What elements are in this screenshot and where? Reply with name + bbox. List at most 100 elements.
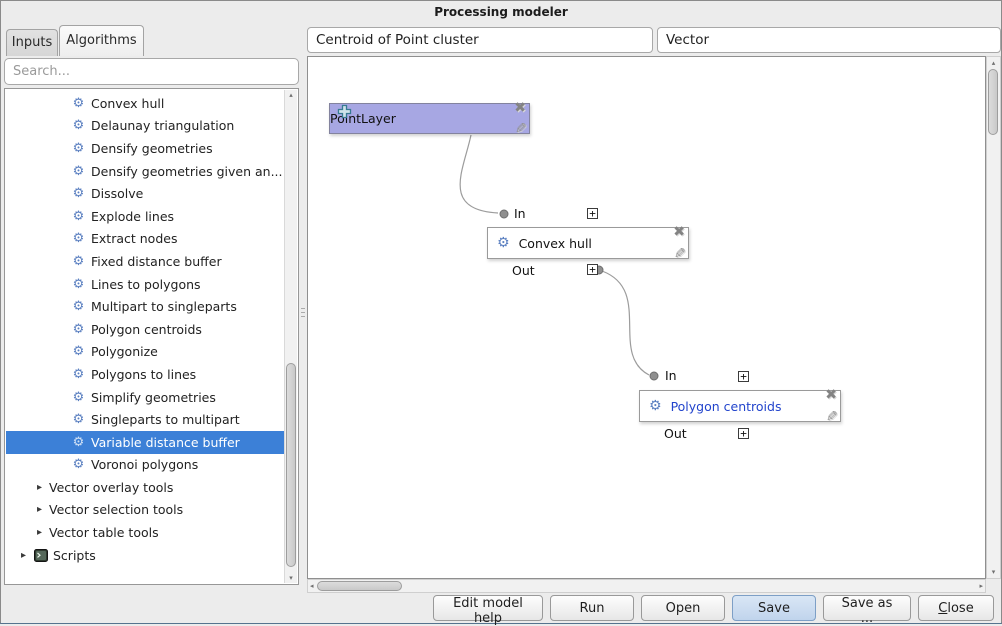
list-item-label: Lines to polygons [91, 276, 201, 292]
model-name-input[interactable] [307, 27, 653, 53]
connection-port-dot[interactable] [649, 371, 659, 381]
save-as-button[interactable]: Save as ... [823, 595, 911, 626]
list-item-label: Densify geometries given an... [91, 163, 283, 179]
polygon-centroids-out-label: Out [664, 426, 687, 441]
list-item-extract-nodes[interactable]: ⚙Extract nodes [6, 228, 284, 251]
list-item-label: Simplify geometries [91, 389, 216, 405]
tree-group-vector-table-tools[interactable]: ▸ Vector table tools [6, 521, 284, 544]
gear-icon: ⚙ [72, 344, 85, 360]
edit-model-help-button[interactable]: Edit model help [433, 595, 543, 626]
run-button[interactable]: Run [550, 595, 634, 621]
gear-icon: ⚙ [72, 434, 85, 450]
delete-node-icon[interactable]: ✖ [825, 387, 837, 403]
model-group-input[interactable] [657, 27, 1001, 53]
list-item-voronoi-polygons[interactable]: ⚙Voronoi polygons [6, 454, 284, 477]
scrollbar-up-arrow-icon[interactable]: ▴ [289, 91, 293, 99]
tree-group-label: Scripts [53, 547, 96, 563]
expander-icon[interactable]: ▸ [21, 549, 27, 561]
open-button[interactable]: Open [641, 595, 725, 621]
list-item-label: Extract nodes [91, 231, 178, 247]
scrollbar-left-arrow-icon[interactable]: ◂ [310, 582, 314, 590]
tree-group-label: Vector selection tools [49, 502, 184, 518]
convex-hull-out-label: Out [512, 263, 535, 278]
expander-icon[interactable]: ▸ [37, 481, 43, 493]
list-item-delaunay-triangulation[interactable]: ⚙Delaunay triangulation [6, 115, 284, 138]
canvas-hscrollbar-thumb[interactable] [317, 581, 402, 591]
delete-node-icon[interactable]: ✖ [673, 224, 685, 240]
list-item-label: Dissolve [91, 186, 144, 202]
list-item-dissolve[interactable]: ⚙ Dissolve [6, 182, 284, 205]
list-item-label: Multipart to singleparts [91, 299, 237, 315]
gear-icon: ⚙ [72, 118, 85, 134]
list-item-label: Densify geometries [91, 140, 213, 156]
node-label: Polygon centroids [670, 398, 782, 414]
convex-hull-in-label: In [514, 206, 526, 221]
list-item-densify-geometries-given[interactable]: ⚙ Densify geometries given an... [6, 160, 284, 183]
list-item-singleparts-to-multipart[interactable]: ⚙ Singleparts to multipart [6, 408, 284, 431]
gear-icon: ⚙ [72, 299, 85, 315]
node-polygon-centroids[interactable]: ⚙ Polygon centroids ✖ ✎ [639, 387, 841, 425]
gear-icon: ⚙ [72, 140, 85, 156]
list-item-lines-to-polygons[interactable]: ⚙Lines to polygons [6, 273, 284, 296]
tab-inputs[interactable]: Inputs [6, 29, 58, 56]
close-button[interactable]: Close [918, 595, 994, 621]
tree-group-vector-selection-tools[interactable]: ▸ Vector selection tools [6, 499, 284, 522]
connection-edge [601, 270, 650, 376]
tree-group-label: Vector overlay tools [49, 479, 174, 495]
edit-node-icon[interactable]: ✎ [515, 121, 527, 137]
list-item-multipart-to-singleparts[interactable]: ⚙ Multipart to singleparts [6, 295, 284, 318]
expander-icon[interactable]: ▸ [37, 504, 43, 516]
list-item-densify-geometries[interactable]: ⚙ Densify geometries [6, 137, 284, 160]
panel-splitter[interactable] [300, 56, 307, 593]
canvas-vscrollbar-thumb[interactable] [988, 69, 998, 135]
node-label: Convex hull [518, 235, 592, 251]
list-item-polygon-centroids[interactable]: ⚙Polygon centroids [6, 318, 284, 341]
delete-node-icon[interactable]: ✖ [514, 100, 526, 116]
list-item-simplify-geometries[interactable]: ⚙Simplify geometries [6, 386, 284, 409]
expand-outputs-button[interactable]: + [587, 264, 598, 275]
list-item-label: Fixed distance buffer [91, 253, 222, 269]
list-item-explode-lines[interactable]: ⚙Explode lines [6, 205, 284, 228]
edit-node-icon[interactable]: ✎ [826, 409, 838, 425]
list-item-label: Polygons to lines [91, 366, 197, 382]
tree-group-scripts[interactable]: ▸ Scripts [6, 544, 284, 567]
expand-inputs-button[interactable]: + [587, 208, 598, 219]
expand-outputs-button[interactable]: + [738, 428, 749, 439]
list-item-label: Singleparts to multipart [91, 412, 240, 428]
gear-icon: ⚙ [72, 253, 85, 269]
list-item-polygonize[interactable]: ⚙Polygonize [6, 341, 284, 364]
scrollbar-right-arrow-icon[interactable]: ▸ [979, 582, 983, 590]
algorithm-list: ⚙Convex hull ⚙Delaunay triangulation ⚙ De… [4, 88, 299, 585]
scrollbar-down-arrow-icon[interactable]: ▾ [289, 574, 293, 582]
gear-icon: ⚙ [72, 412, 85, 428]
close-mnemonic: C [938, 600, 948, 616]
search-input[interactable] [4, 58, 299, 85]
tree-group-vector-overlay-tools[interactable]: ▸ Vector overlay tools [6, 476, 284, 499]
tree-group-label: Vector table tools [49, 525, 159, 541]
canvas-vertical-scrollbar[interactable]: ▴ ▾ [986, 56, 1001, 579]
input-plus-icon [337, 104, 352, 119]
gear-icon: ⚙ [72, 163, 85, 179]
splitter-grip [301, 308, 305, 309]
list-item-convex-hull[interactable]: ⚙Convex hull [6, 92, 284, 115]
node-point-layer[interactable]: PointLayer ✖ ✎ [329, 100, 530, 137]
save-button[interactable]: Save [732, 595, 816, 621]
scrollbar-up-arrow-icon[interactable]: ▴ [991, 59, 996, 67]
expander-icon[interactable]: ▸ [37, 527, 43, 539]
edit-node-icon[interactable]: ✎ [674, 246, 686, 262]
node-convex-hull[interactable]: ⚙ Convex hull ✖ ✎ [487, 224, 689, 262]
dialog-button-bar: Edit model help Run Open Save Save as ..… [1, 593, 1001, 626]
list-item-fixed-distance-buffer[interactable]: ⚙ Fixed distance buffer [6, 250, 284, 273]
gear-icon: ⚙ [72, 186, 85, 202]
connection-port-dot[interactable] [499, 209, 509, 219]
expand-inputs-button[interactable]: + [738, 371, 749, 382]
list-item-label: Variable distance buffer [91, 434, 240, 450]
model-canvas[interactable]: PointLayer ✖ ✎ In + ⚙ Convex hull ✖ ✎ Ou… [307, 56, 986, 579]
tab-algorithms[interactable]: Algorithms [59, 25, 144, 56]
list-item-polygons-to-lines[interactable]: ⚙Polygons to lines [6, 363, 284, 386]
list-vertical-scrollbar[interactable]: ▴ ▾ [284, 90, 297, 583]
canvas-horizontal-scrollbar[interactable]: ◂ ▸ [307, 579, 986, 593]
list-scrollbar-thumb[interactable] [286, 363, 296, 567]
list-item-variable-distance-buffer-selected[interactable]: ⚙ Variable distance buffer [6, 430, 284, 454]
scrollbar-down-arrow-icon[interactable]: ▾ [991, 568, 996, 576]
